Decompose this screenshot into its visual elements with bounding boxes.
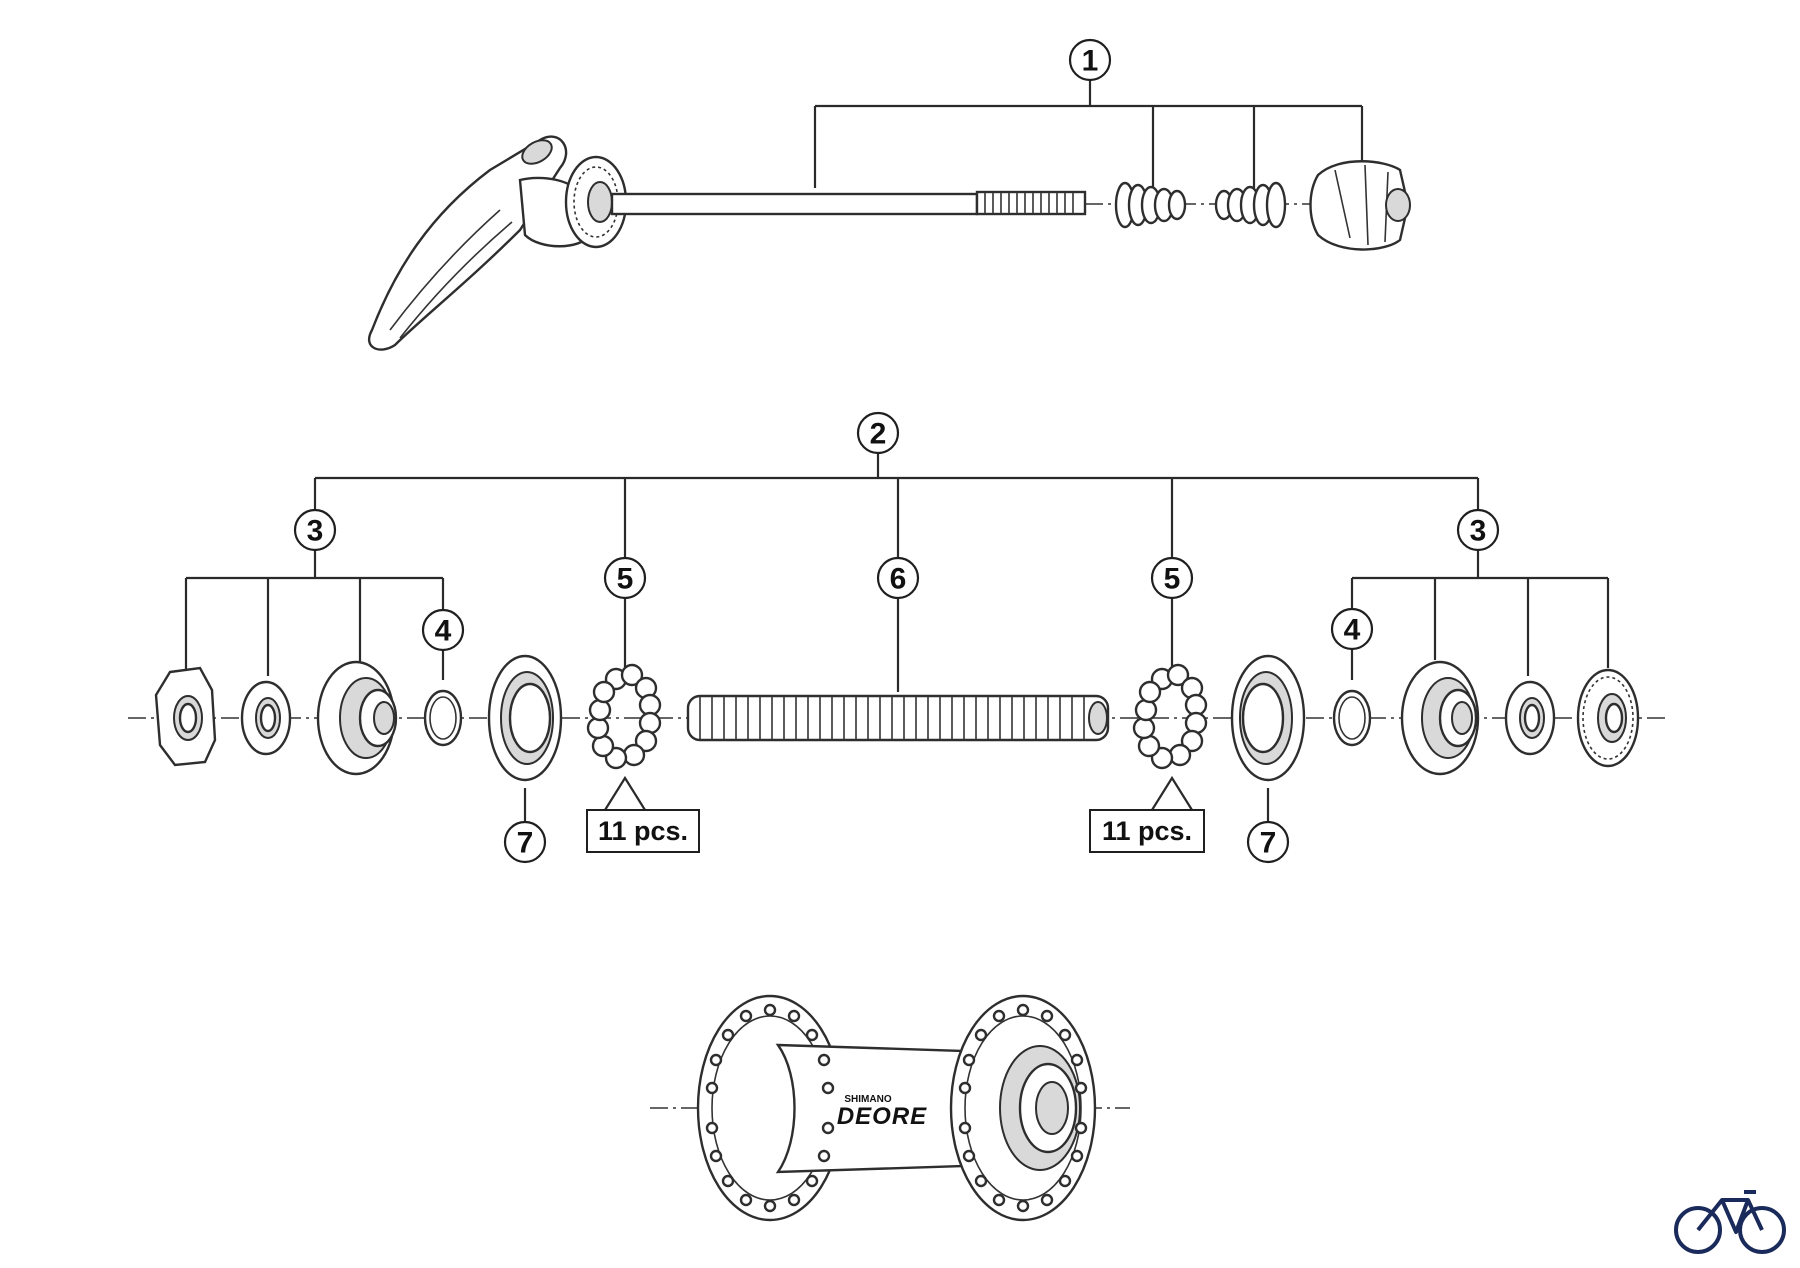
svg-text:3: 3 <box>307 515 324 548</box>
seal-ring-right <box>1332 689 1372 747</box>
callout-5-left: 5 <box>603 556 647 600</box>
ball-bearings-left <box>586 663 662 770</box>
dust-cap-left <box>487 654 563 782</box>
seal-ring-left-inner <box>429 696 457 740</box>
axle-assembly-brackets <box>184 452 1610 822</box>
lock-nut-left <box>154 666 217 767</box>
callout-5-right: 5 <box>1150 556 1194 600</box>
svg-text:11 pcs.: 11 pcs. <box>598 816 688 846</box>
quantity-label-left: 11 pcs. <box>586 809 700 853</box>
washer-left <box>240 680 292 756</box>
cone-right <box>1400 660 1480 776</box>
svg-text:7: 7 <box>1260 827 1277 860</box>
seal-ring-right-inner <box>1338 696 1366 740</box>
svg-text:7: 7 <box>517 827 534 860</box>
callout-7-left: 7 <box>503 820 547 864</box>
spring-left <box>1114 181 1187 229</box>
svg-text:4: 4 <box>435 615 452 648</box>
bicycle-icon <box>1674 1190 1786 1254</box>
callout-3-right: 3 <box>1456 508 1500 552</box>
callout-4-right: 4 <box>1330 607 1374 651</box>
adjusting-nut <box>1309 160 1411 251</box>
cone-left <box>316 660 398 776</box>
spoke-holes-right-flange <box>958 1003 1088 1213</box>
hub-shell: SHIMANO DEORE <box>696 994 1097 1222</box>
skewer-rod <box>610 190 1087 216</box>
quantity-label-right: 11 pcs. <box>1089 809 1205 853</box>
callout-1: 1 <box>1068 38 1112 82</box>
dust-cap-right <box>1230 654 1306 782</box>
callout-4-left: 4 <box>421 608 465 652</box>
svg-text:1: 1 <box>1082 45 1099 78</box>
quick-release-lever <box>368 135 592 351</box>
hub-axle <box>686 694 1110 742</box>
svg-text:2: 2 <box>870 418 887 451</box>
quick-release-assembly <box>368 80 1411 351</box>
seal-ring-left <box>423 689 463 747</box>
svg-text:5: 5 <box>617 563 634 596</box>
svg-text:6: 6 <box>890 563 907 596</box>
svg-text:11 pcs.: 11 pcs. <box>1102 816 1192 846</box>
lock-nut-right <box>1576 668 1640 768</box>
svg-text:3: 3 <box>1470 515 1487 548</box>
callout-7-right: 7 <box>1246 820 1290 864</box>
callout-3-left: 3 <box>293 508 337 552</box>
svg-text:4: 4 <box>1344 614 1361 647</box>
callout-6: 6 <box>876 556 920 600</box>
spoke-holes-left-flange <box>705 1003 835 1213</box>
hub-brand-maker: SHIMANO <box>844 1094 891 1105</box>
spring-right <box>1214 181 1287 229</box>
svg-text:5: 5 <box>1164 563 1181 596</box>
washer-right <box>1504 680 1556 756</box>
callout-2: 2 <box>856 411 900 455</box>
ball-bearings-right <box>1132 663 1208 770</box>
hub-brand-model: DEORE <box>837 1103 927 1130</box>
